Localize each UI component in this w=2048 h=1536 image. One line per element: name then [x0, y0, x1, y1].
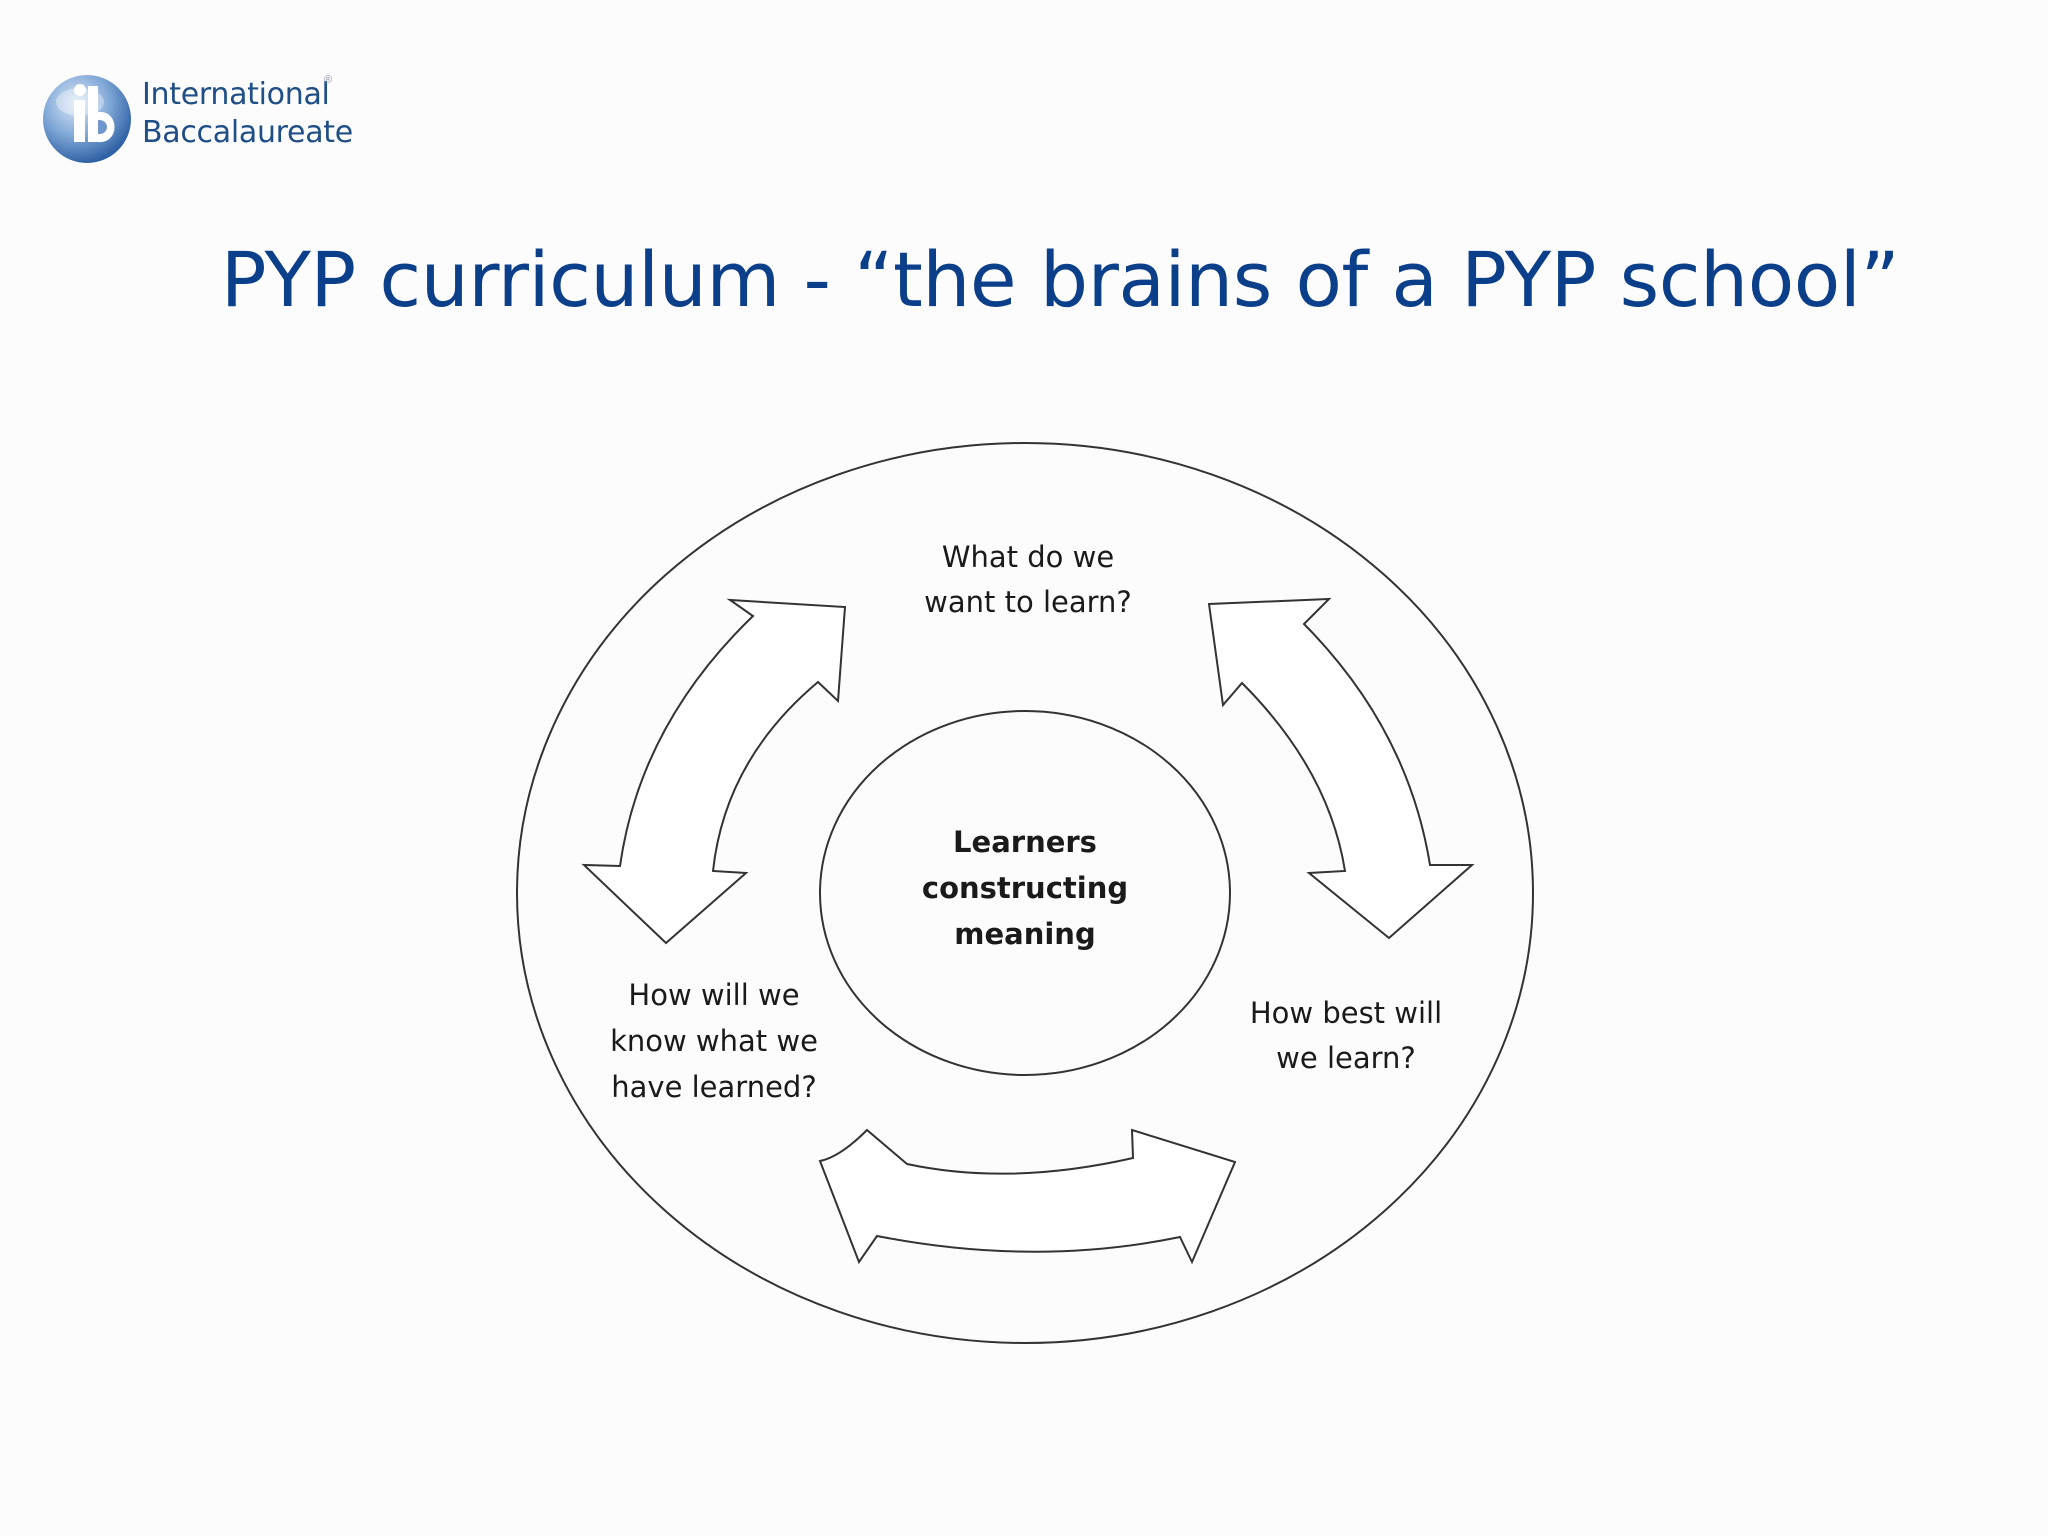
logo-wordmark: International Baccalaureate [142, 76, 353, 152]
inner-circle [819, 710, 1231, 1076]
right-label-line2: we learn? [1276, 1041, 1416, 1075]
center-label-line3: meaning [954, 917, 1095, 951]
registered-mark: ® [324, 74, 333, 86]
center-label-line1: Learners [953, 825, 1097, 859]
left-label-line1: How will we [628, 978, 799, 1012]
ib-logo: International Baccalaureate ® [40, 70, 360, 170]
bottom-double-arrow [818, 1128, 1237, 1265]
left-label-line3: have learned? [611, 1070, 816, 1104]
ib-globe-icon [43, 75, 131, 163]
left-double-arrow [581, 598, 847, 945]
center-label-line2: constructing [922, 871, 1128, 905]
right-double-arrow [1207, 597, 1475, 940]
right-label-line1: How best will [1250, 996, 1442, 1030]
outer-circle [516, 442, 1534, 1344]
slide-title: PYP curriculum - “the brains of a PYP sc… [220, 235, 1900, 324]
left-label-line2: know what we [610, 1024, 818, 1058]
logo-line1: International [142, 77, 330, 112]
top-label-line1: What do we [942, 540, 1114, 574]
top-label-line2: want to learn? [924, 585, 1132, 619]
logo-line2: Baccalaureate [142, 115, 353, 150]
